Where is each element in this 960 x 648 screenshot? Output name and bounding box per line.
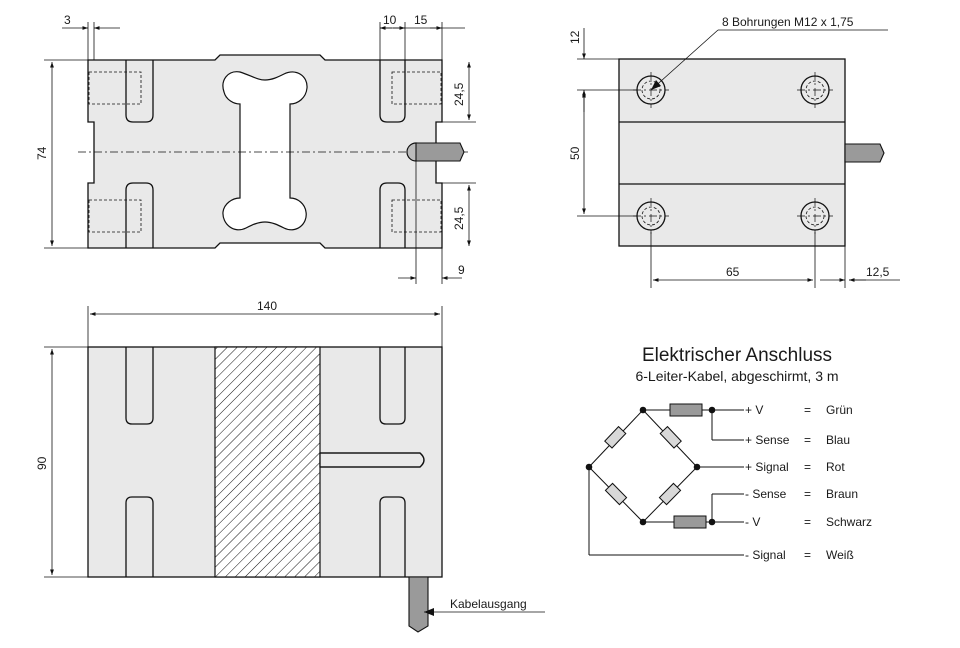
- front-cable: [415, 142, 465, 162]
- wire-signal: + Signal: [745, 460, 789, 474]
- dim-front-24-5-upper: 24,5: [452, 82, 466, 106]
- side-hole-tr: [797, 72, 833, 108]
- wire-signal: - V: [745, 515, 760, 529]
- bone-cutout: [222, 71, 308, 231]
- wire-color: Weiß: [826, 548, 854, 562]
- top-slot-tl: [125, 347, 154, 425]
- front-slot-tl: [125, 60, 154, 123]
- cable-exit-label: Kabelausgang: [450, 597, 527, 611]
- front-slot-br: [379, 182, 406, 248]
- dim-side-12-5: 12,5: [866, 265, 890, 279]
- dim-front-74: 74: [35, 146, 49, 160]
- wire-signal: + V: [745, 403, 763, 417]
- wire-row-minus-signal: - Signal = Weiß: [745, 548, 854, 562]
- side-hole-br: [797, 198, 833, 234]
- wheatstone-bridge: [585, 403, 744, 556]
- top-slot-tr: [379, 347, 406, 425]
- wire-signal: - Sense: [745, 487, 787, 501]
- top-slot-bl: [125, 496, 154, 577]
- wire-color: Braun: [826, 487, 858, 501]
- hole-hidden-tr: [391, 71, 442, 105]
- wire-signal: + Sense: [745, 433, 790, 447]
- wire-row-plus-v: + V = Grün: [745, 403, 853, 417]
- dim-top-90: 90: [35, 456, 49, 470]
- front-slot-bl: [125, 182, 154, 248]
- top-cable-exit: [408, 576, 429, 633]
- top-view: Kabelausgang 140 90: [35, 299, 545, 633]
- hole-hidden-bl: [88, 199, 142, 233]
- connection-title: Elektrischer Anschluss: [642, 345, 832, 366]
- wire-row-plus-signal: + Signal = Rot: [745, 460, 845, 474]
- wire-row-minus-sense: - Sense = Braun: [745, 487, 858, 501]
- wire-color: Schwarz: [826, 515, 872, 529]
- electrical-connection: Elektrischer Anschluss 6-Leiter-Kabel, a…: [585, 345, 872, 562]
- dim-front-9: 9: [458, 263, 465, 277]
- wire-signal: - Signal: [745, 548, 786, 562]
- side-cable: [844, 143, 885, 163]
- connection-subtitle: 6-Leiter-Kabel, abgeschirmt, 3 m: [635, 368, 838, 384]
- cable-channel: [319, 452, 425, 468]
- wire-eq: =: [804, 548, 811, 562]
- hole-hidden-tl: [88, 71, 142, 105]
- dim-front-24-5-lower: 24,5: [452, 206, 466, 230]
- dim-front-3: 3: [64, 13, 71, 27]
- side-view: 8 Bohrungen M12 x 1,75 12 50 65 12,5: [568, 15, 900, 288]
- wire-eq: =: [804, 487, 811, 501]
- dim-top-140: 140: [257, 299, 277, 313]
- wire-row-plus-sense: + Sense = Blau: [745, 433, 850, 447]
- front-slot-tr: [379, 60, 406, 123]
- wire-eq: =: [804, 433, 811, 447]
- front-view: 3 10 15 74 24,5 24,5 9: [35, 13, 476, 284]
- side-holes-note: 8 Bohrungen M12 x 1,75: [722, 15, 854, 29]
- wire-eq: =: [804, 460, 811, 474]
- wire-eq: =: [804, 403, 811, 417]
- top-slot-br: [379, 496, 406, 577]
- top-view-hatched-core: [214, 346, 321, 578]
- dim-side-65: 65: [726, 265, 740, 279]
- dim-front-15: 15: [414, 13, 428, 27]
- dim-front-10: 10: [383, 13, 397, 27]
- dim-side-12: 12: [568, 30, 582, 44]
- wire-eq: =: [804, 515, 811, 529]
- wire-row-minus-v: - V = Schwarz: [745, 515, 872, 529]
- dim-side-50: 50: [568, 146, 582, 160]
- hole-hidden-br: [391, 199, 442, 233]
- wire-color: Grün: [826, 403, 853, 417]
- wire-color: Blau: [826, 433, 850, 447]
- wire-color: Rot: [826, 460, 845, 474]
